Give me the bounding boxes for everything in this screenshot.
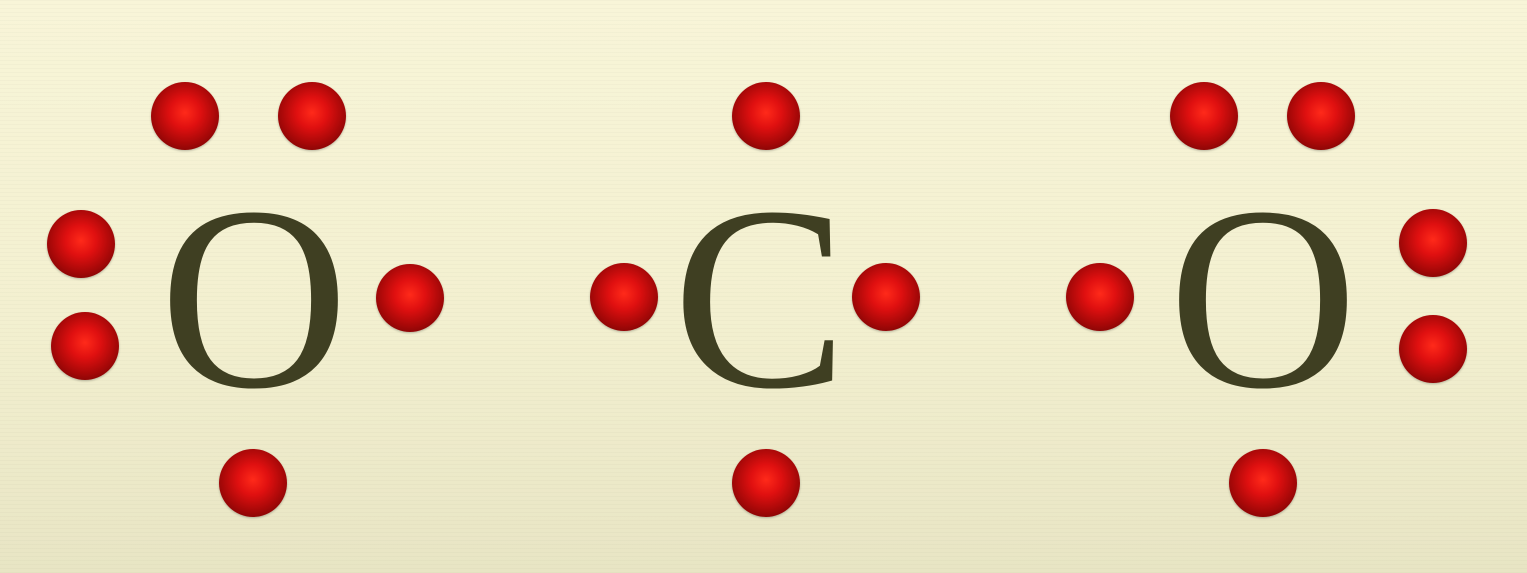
electron-dot <box>852 263 920 331</box>
electron-dot <box>51 312 119 380</box>
electron-dot <box>1170 82 1238 150</box>
atom-symbol-oxygen-left: O <box>159 153 349 443</box>
electron-dot <box>278 82 346 150</box>
electron-dot <box>1399 315 1467 383</box>
electron-dot <box>590 263 658 331</box>
electron-dot <box>1399 209 1467 277</box>
electron-dot <box>1229 449 1297 517</box>
electron-dot <box>151 82 219 150</box>
electron-dot <box>732 449 800 517</box>
electron-dot <box>219 449 287 517</box>
atom-symbol-oxygen-right: O <box>1168 153 1358 443</box>
electron-dot <box>47 210 115 278</box>
electron-dot <box>1066 263 1134 331</box>
electron-dot <box>732 82 800 150</box>
electron-dot <box>376 264 444 332</box>
atom-symbol-carbon: C <box>672 153 848 443</box>
electron-dot <box>1287 82 1355 150</box>
